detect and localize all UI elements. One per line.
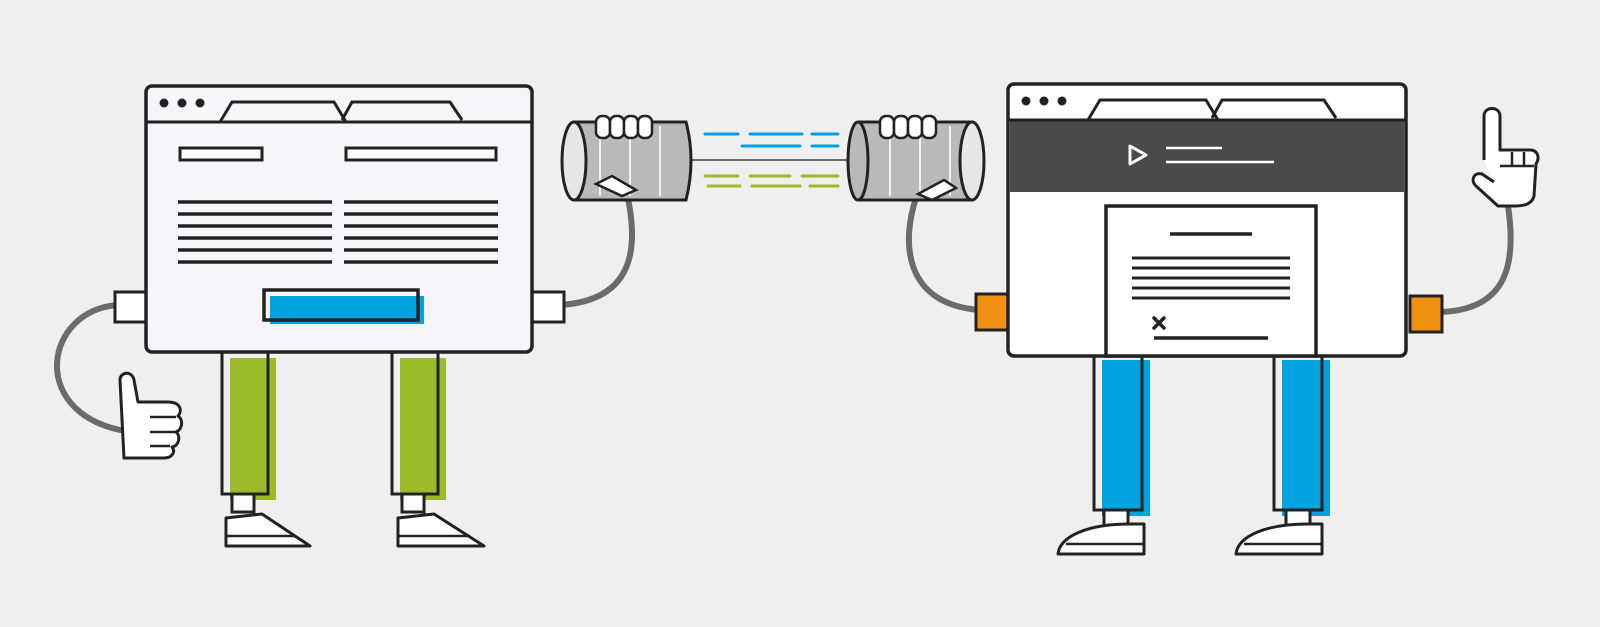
left-character-shoes	[224, 512, 486, 548]
thumbs-up-icon	[118, 371, 184, 460]
window-dots-icon	[1021, 96, 1067, 106]
video-bar	[1010, 120, 1404, 192]
right-character-shoes	[1056, 522, 1324, 556]
modal-text-lines	[1132, 256, 1290, 300]
left-char-right-arm-wire	[557, 195, 636, 308]
pointing-finger-icon	[1471, 107, 1540, 208]
right-character	[846, 82, 1540, 556]
right-character-legs	[1092, 352, 1330, 528]
left-character	[54, 84, 693, 548]
right-char-left-plug	[974, 292, 1010, 332]
window-dots-icon	[159, 98, 205, 108]
play-icon	[1128, 144, 1148, 166]
close-icon	[1152, 316, 1166, 330]
tin-can-right	[846, 114, 986, 202]
modal-card	[1104, 204, 1318, 358]
left-browser-window	[144, 84, 534, 354]
right-char-left-arm-wire	[905, 195, 983, 313]
right-char-right-arm-wire	[1437, 203, 1514, 315]
right-char-right-plug	[1408, 294, 1444, 334]
left-arm-wire	[54, 302, 123, 433]
left-text-lines	[178, 200, 498, 264]
right-browser-window	[1006, 82, 1408, 358]
left-char-right-plug	[530, 290, 566, 324]
left-character-legs	[220, 350, 446, 514]
tin-can-left	[560, 114, 693, 202]
signal-lines	[692, 132, 852, 188]
left-arm-plug	[113, 290, 149, 324]
